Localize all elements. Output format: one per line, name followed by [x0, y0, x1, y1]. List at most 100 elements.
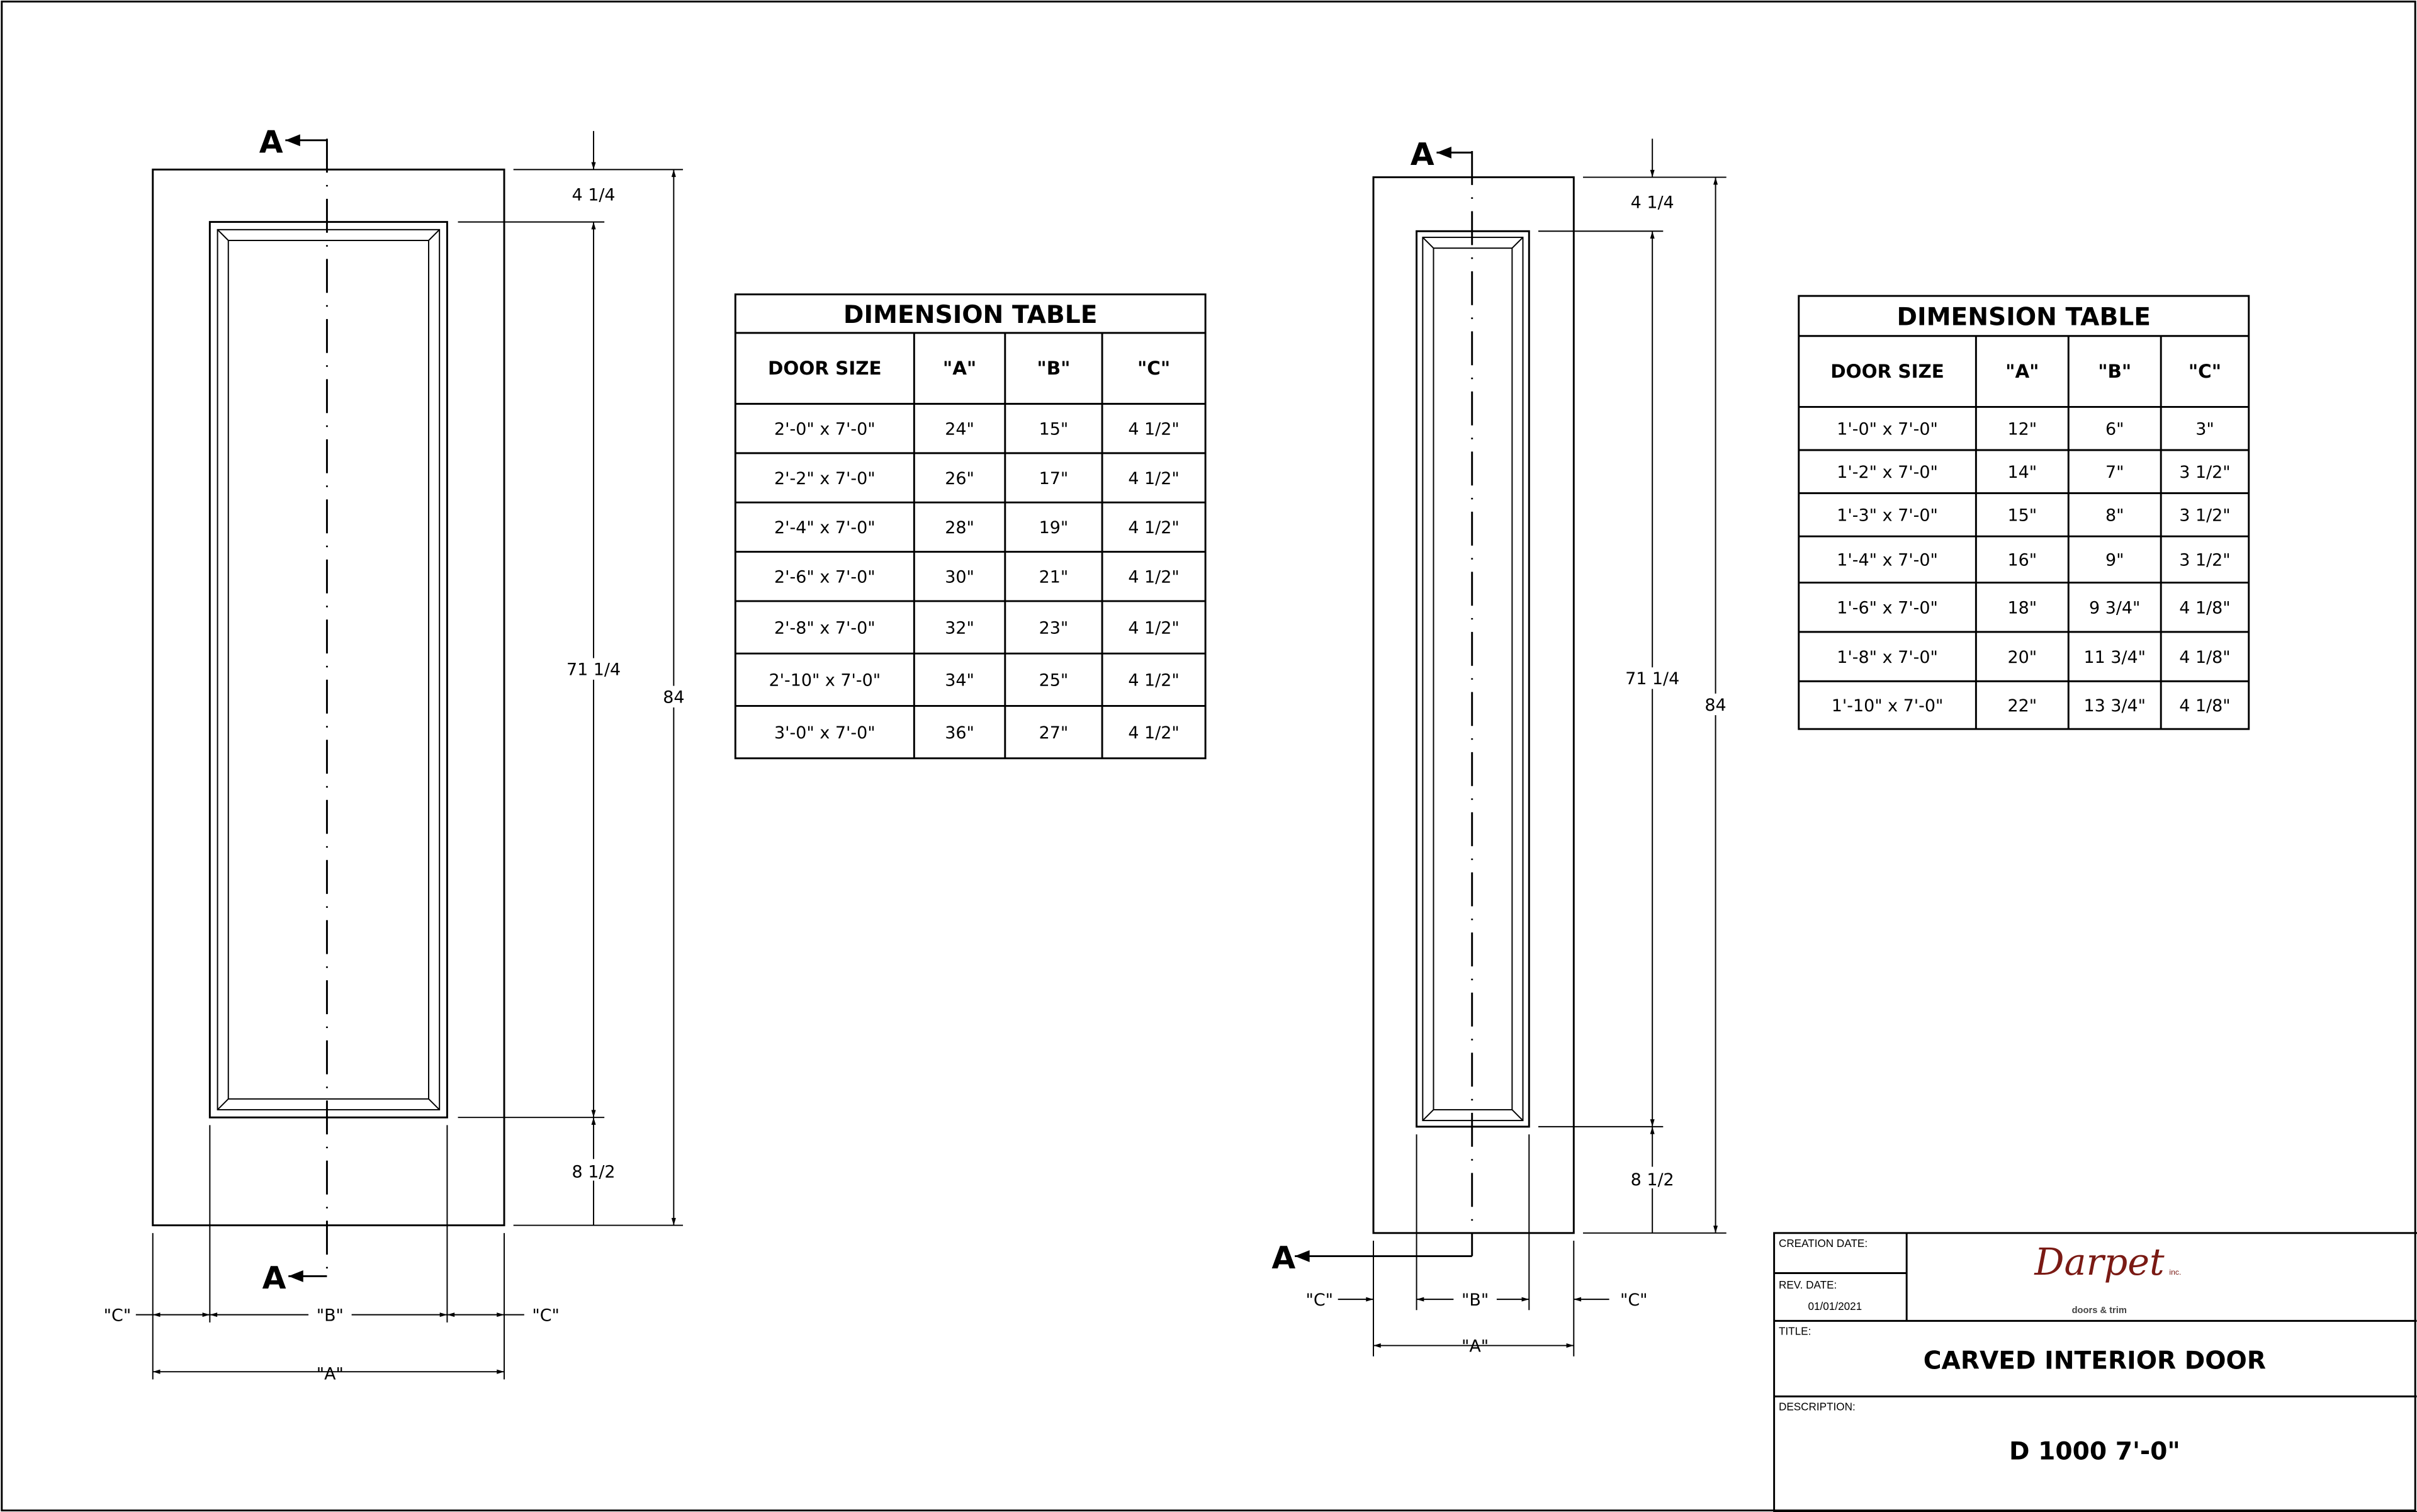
table-cell: 7"	[2105, 463, 2124, 482]
column-header: "A"	[2005, 361, 2039, 382]
drawing-title: CARVED INTERIOR DOOR	[1924, 1346, 2266, 1375]
section-label-top: A	[259, 124, 283, 160]
table-cell: 4 1/2"	[1128, 419, 1179, 439]
table-row: 2'-0" x 7'-0"24"15"4 1/2"	[774, 419, 1180, 439]
table-cell: 20"	[2007, 648, 2037, 667]
table-cell: 2'-2" x 7'-0"	[774, 469, 876, 488]
table-cell: 17"	[1039, 469, 1069, 488]
door-outline	[1372, 176, 1575, 1234]
table-cell: 1'-10" x 7'-0"	[1832, 696, 1944, 716]
table-cell: 21"	[1039, 568, 1069, 587]
table-cell: 25"	[1039, 671, 1069, 691]
table-cell: 1'-6" x 7'-0"	[1837, 599, 1938, 618]
panel-inner	[1433, 247, 1513, 1110]
column-header: "C"	[1137, 358, 1170, 379]
table-cell: 4 1/2"	[1128, 568, 1179, 587]
table-cell: 14"	[2007, 463, 2037, 482]
dimension-tables: DIMENSION TABLE DOOR SIZE "A" "B" "C" 2'-0" x…	[734, 293, 2250, 760]
table-row: 2'-2" x 7'-0" 26" 17" 4 1/2"	[774, 469, 1180, 488]
table-cell: 30"	[945, 568, 974, 587]
table-cell: 27"	[1039, 723, 1069, 743]
table-cell: 1'-4" x 7'-0"	[1837, 551, 1938, 570]
column-header: DOOR SIZE	[1830, 361, 1944, 382]
svg-text:inc.: inc.	[2169, 1268, 2181, 1277]
svg-text:Darpet: Darpet	[2034, 1240, 2165, 1284]
column-header: "A"	[943, 358, 976, 379]
table-cell: 1'-2" x 7'-0"	[1837, 463, 1938, 482]
table-title: DIMENSION TABLE	[1897, 303, 2151, 332]
table-cell: 2'-8" x 7'-0"	[774, 618, 876, 638]
table-cell: 2'-4" x 7'-0"	[774, 518, 876, 538]
table-row: 3'-0" x 7'-0"36"27"4 1/2"	[774, 723, 1180, 743]
table-row: 1'-3" x 7'-0" 15" 8" 3 1/2"	[1837, 506, 2230, 526]
darpet-logo: Darpet inc. doors & trim	[2034, 1240, 2181, 1316]
table-cell: 3 1/2"	[2179, 551, 2230, 570]
table-cell: 26"	[945, 469, 974, 488]
svg-text:doors & trim: doors & trim	[2072, 1306, 2127, 1316]
table-cell: 4 1/2"	[1128, 723, 1179, 743]
dim-top-rail: 4 1/4	[1631, 193, 1674, 213]
table-cell: 3 1/2"	[2179, 506, 2230, 526]
table-cell: 4 1/2"	[1128, 518, 1179, 538]
table-cell: 3"	[2195, 419, 2214, 439]
dim-c-left: "C"	[1306, 1290, 1334, 1310]
panel-molding	[217, 228, 441, 1110]
dimension-table: DIMENSION TABLE DOOR SIZE "A" "B" "C" 1'-0" x…	[1798, 295, 2250, 730]
dim-top-rail: 4 1/4	[572, 185, 616, 205]
table-cell: 15"	[1039, 419, 1069, 439]
table-cell: 4 1/8"	[2179, 599, 2230, 618]
table-cell: 32"	[945, 618, 974, 638]
table-cell: 16"	[2007, 551, 2037, 570]
table-cell: 4 1/2"	[1128, 671, 1179, 691]
table-cell: 8"	[2105, 506, 2124, 526]
table-cell: 12"	[2007, 419, 2037, 439]
table-cell: 19"	[1039, 518, 1069, 538]
dim-c-right: "C"	[1620, 1290, 1648, 1310]
table-cell: 6"	[2105, 419, 2124, 439]
creation-date-label: CREATION DATE:	[1779, 1237, 1868, 1250]
right-door-elevation: A A 4 1/4 71 1/4 8 1/2 84 "C" "B" "C" "A…	[1271, 137, 1730, 1357]
table-row: 2'-10" x 7'-0" 34" 25" 4 1/2"	[769, 671, 1179, 691]
drawing-description: D 1000 7'-0"	[2009, 1438, 2180, 1466]
dim-c-left: "C"	[104, 1306, 132, 1325]
dim-a: "A"	[1462, 1336, 1489, 1356]
table-cell: 2'-0" x 7'-0"	[774, 419, 876, 439]
table-cell: 1'-8" x 7'-0"	[1837, 648, 1938, 667]
table-row: 1'-2" x 7'-0"14"7"3 1/2"	[1837, 463, 2230, 482]
table-row: 1'-8" x 7'-0"20"11 3/4"4 1/8"	[1837, 648, 2230, 667]
rev-date-label: REV. DATE:	[1779, 1278, 1837, 1291]
table-title: DIMENSION TABLE	[843, 301, 1098, 329]
table-cell: 1'-0" x 7'-0"	[1837, 419, 1938, 439]
table-row: 1'-6" x 7'-0"18"9 3/4"4 1/8"	[1837, 599, 2230, 618]
table-row: 2'-4" x 7'-0"28"19"4 1/2"	[774, 518, 1180, 538]
dim-overall-height: 84	[1704, 696, 1726, 715]
panel-outer	[208, 221, 448, 1119]
table-cell: 22"	[2007, 696, 2037, 716]
table-cell: 2'-6" x 7'-0"	[774, 568, 876, 587]
table-cell: 15"	[2007, 506, 2037, 526]
table-border	[1798, 295, 2250, 730]
dim-b: "B"	[317, 1306, 344, 1325]
section-label-bottom: A	[262, 1260, 286, 1296]
table-cell: 9"	[2105, 551, 2124, 570]
table-cell: 1'-3" x 7'-0"	[1837, 506, 1938, 526]
left-door-elevation: A A 4 1/4 71 1/4 8 1/2 84 "C" "B" "C" "A…	[104, 124, 688, 1384]
table-cell: 23"	[1039, 618, 1069, 638]
table-cell: 4 1/2"	[1128, 469, 1179, 488]
dim-overall-height: 84	[663, 688, 684, 708]
dim-bottom-rail: 8 1/2	[1631, 1170, 1674, 1190]
table-cell: 2'-10" x 7'-0"	[769, 671, 881, 691]
column-header: "B"	[2098, 361, 2131, 382]
table-cell: 34"	[945, 671, 974, 691]
rev-date: 01/01/2021	[1808, 1300, 1862, 1312]
table-cell: 3'-0" x 7'-0"	[774, 723, 876, 743]
table-cell: 4 1/8"	[2179, 696, 2230, 716]
table-row: 1'-0" x 7'-0" 12" 6" 3"	[1837, 419, 2214, 439]
table-cell: 4 1/2"	[1128, 618, 1179, 638]
door-outline	[152, 168, 505, 1227]
column-header: "B"	[1037, 358, 1070, 379]
column-header: "C"	[2189, 361, 2221, 382]
